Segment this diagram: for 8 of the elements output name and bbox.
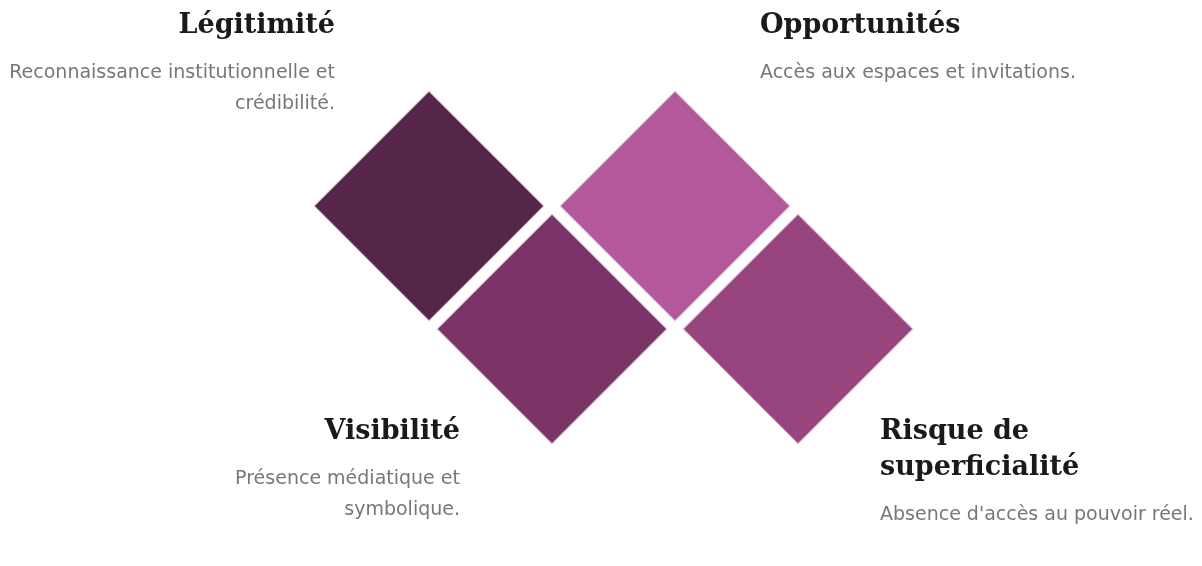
heading: Légitimité [177, 7, 335, 41]
heading: Opportunités [760, 7, 962, 41]
heading: Visibilité [323, 413, 460, 447]
description: Absence d'accès au pouvoir réel. [880, 501, 1195, 526]
heading: Risque de superficialité [880, 413, 1081, 483]
description: Accès aux espaces et invitations. [760, 59, 1077, 84]
description: Présence médiatique et symbolique. [234, 465, 460, 521]
description: Reconnaissance institutionnelle et crédibilité. [8, 59, 335, 115]
